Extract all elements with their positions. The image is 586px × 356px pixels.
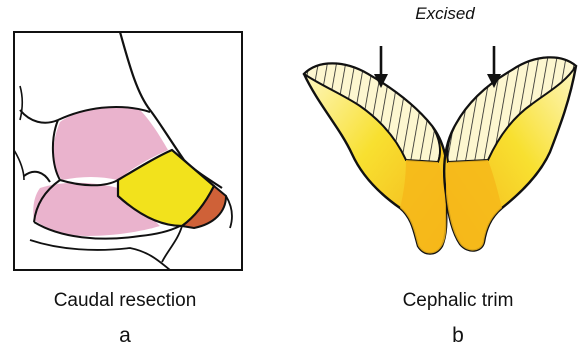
excised-annotation: Excised — [395, 4, 495, 24]
left-lateral-crus — [304, 64, 447, 254]
panel-letter-a: a — [0, 324, 250, 348]
caption-caudal-resection: Caudal resection — [0, 290, 250, 312]
right-lateral-crus — [444, 57, 576, 250]
panel-letter-b: b — [330, 324, 586, 348]
left-crus-orange-base — [400, 160, 446, 254]
panel-b-cephalic-trim — [304, 46, 576, 254]
caption-cephalic-trim: Cephalic trim — [330, 290, 586, 312]
panel-a-caudal-resection — [14, 32, 242, 270]
